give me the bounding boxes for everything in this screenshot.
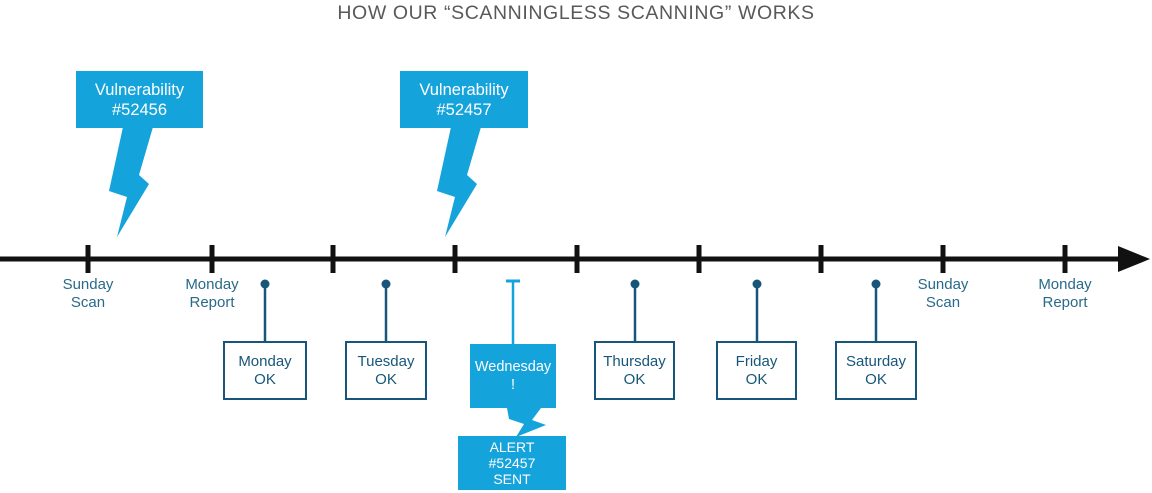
day-status: OK — [745, 370, 768, 388]
day-pin-monday — [260, 279, 270, 341]
day-box-wednesday-alert: Wednesday ! — [470, 344, 556, 408]
lightning-bolt-icon — [437, 127, 481, 237]
day-box-saturday: Saturday OK — [835, 341, 917, 400]
day-name: Monday — [238, 352, 292, 370]
alert-line: SENT — [493, 471, 531, 487]
tick-label-sunday-scan-1: Sunday Scan — [62, 276, 114, 311]
day-box-thursday: Thursday OK — [594, 341, 675, 400]
day-name: Tuesday — [357, 352, 415, 370]
day-status: OK — [375, 370, 397, 388]
day-pin-tuesday — [381, 279, 391, 341]
day-status: OK — [623, 370, 646, 388]
alert-id: #52457 — [488, 455, 536, 471]
day-status: OK — [254, 370, 276, 388]
day-box-friday: Friday OK — [716, 341, 797, 400]
day-box-monday: Monday OK — [223, 341, 307, 400]
page-title: HOW OUR “SCANNINGLESS SCANNING” WORKS — [337, 2, 815, 24]
day-name: Saturday — [845, 352, 907, 370]
vulnerability-label: Vulnerability — [419, 80, 509, 99]
day-name: Friday — [735, 352, 778, 370]
day-box-tuesday: Tuesday OK — [345, 341, 427, 400]
day-pin-thursday — [630, 279, 640, 341]
day-name: Thursday — [603, 352, 666, 370]
alert-zigzag-connector-icon — [507, 408, 546, 437]
timeline-arrowhead-icon — [1118, 246, 1150, 272]
vulnerability-callout-52456: Vulnerability #52456 — [76, 71, 203, 128]
tick-label-monday-report-2: Monday Report — [1038, 276, 1092, 311]
tick-label-monday-report-1: Monday Report — [185, 276, 239, 311]
day-pin-friday — [752, 279, 762, 341]
day-pin-wednesday — [506, 279, 520, 344]
lightning-bolt-icon — [109, 127, 153, 237]
vulnerability-id: #52456 — [111, 100, 168, 119]
vulnerability-label: Vulnerability — [94, 80, 185, 99]
day-status: OK — [865, 370, 887, 388]
vulnerability-id: #52457 — [436, 100, 492, 119]
day-name: Wednesday — [474, 359, 552, 375]
day-pin-saturday — [871, 279, 881, 341]
tick-label-sunday-scan-2: Sunday Scan — [917, 276, 969, 311]
vulnerability-callout-52457: Vulnerability #52457 — [400, 71, 528, 128]
alert-line: ALERT — [489, 439, 535, 455]
day-status: ! — [510, 377, 516, 393]
alert-sent-box: ALERT #52457 SENT — [458, 436, 566, 490]
